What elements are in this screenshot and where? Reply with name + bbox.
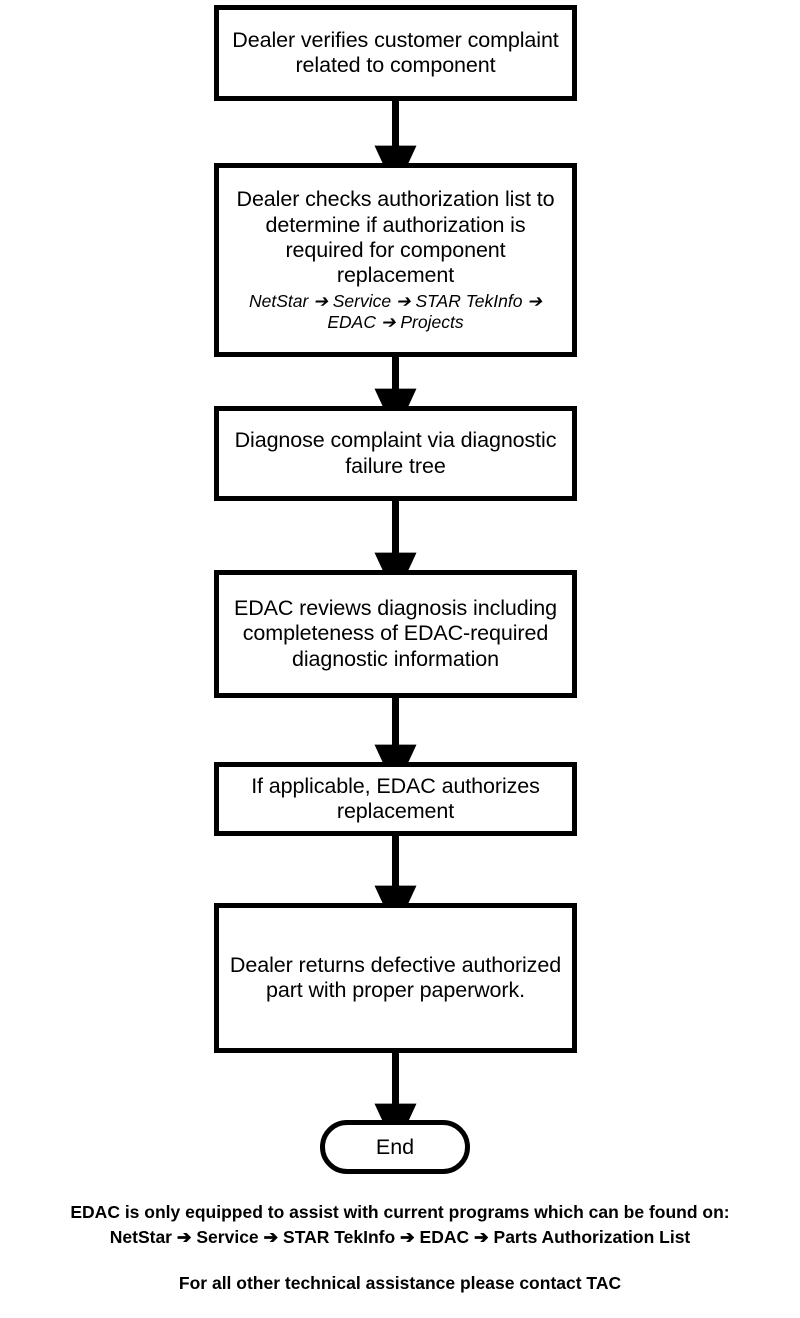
flow-node-verify[interactable]: Dealer verifies customer complaint relat…: [214, 5, 577, 101]
flow-node-end-label: End: [375, 1134, 415, 1159]
footer-spacer: [0, 1251, 800, 1271]
flow-node-return-label: Dealer returns defective authorized part…: [229, 952, 562, 1002]
flow-node-authlist[interactable]: Dealer checks authorization list to dete…: [214, 163, 577, 357]
flow-node-return[interactable]: Dealer returns defective authorized part…: [214, 903, 577, 1053]
flow-node-authlist-label: Dealer checks authorization list to dete…: [236, 187, 555, 288]
footer-line-2: NetStar ➔ Service ➔ STAR TekInfo ➔ EDAC …: [109, 1227, 691, 1248]
footer-line-3: For all other technical assistance pleas…: [178, 1272, 622, 1293]
flow-node-diagnose[interactable]: Diagnose complaint via diagnostic failur…: [214, 406, 577, 501]
flow-node-verify-label: Dealer verifies customer complaint relat…: [232, 27, 559, 77]
flow-node-review-label: EDAC reviews diagnosis including complet…: [233, 595, 558, 671]
flow-node-authorize-label: If applicable, EDAC authorizes replaceme…: [251, 773, 540, 823]
footer-line-1: EDAC is only equipped to assist with cur…: [70, 1202, 730, 1222]
flow-node-authlist-path: NetStar ➔ Service ➔ STAR TekInfo ➔ EDAC …: [249, 290, 542, 332]
flow-node-diagnose-label: Diagnose complaint via diagnostic failur…: [234, 428, 557, 478]
flow-node-authorize[interactable]: If applicable, EDAC authorizes replaceme…: [214, 762, 577, 836]
flow-node-review[interactable]: EDAC reviews diagnosis including complet…: [214, 570, 577, 698]
flow-node-end[interactable]: End: [320, 1120, 470, 1174]
footer-notes: EDAC is only equipped to assist with cur…: [0, 1200, 800, 1296]
